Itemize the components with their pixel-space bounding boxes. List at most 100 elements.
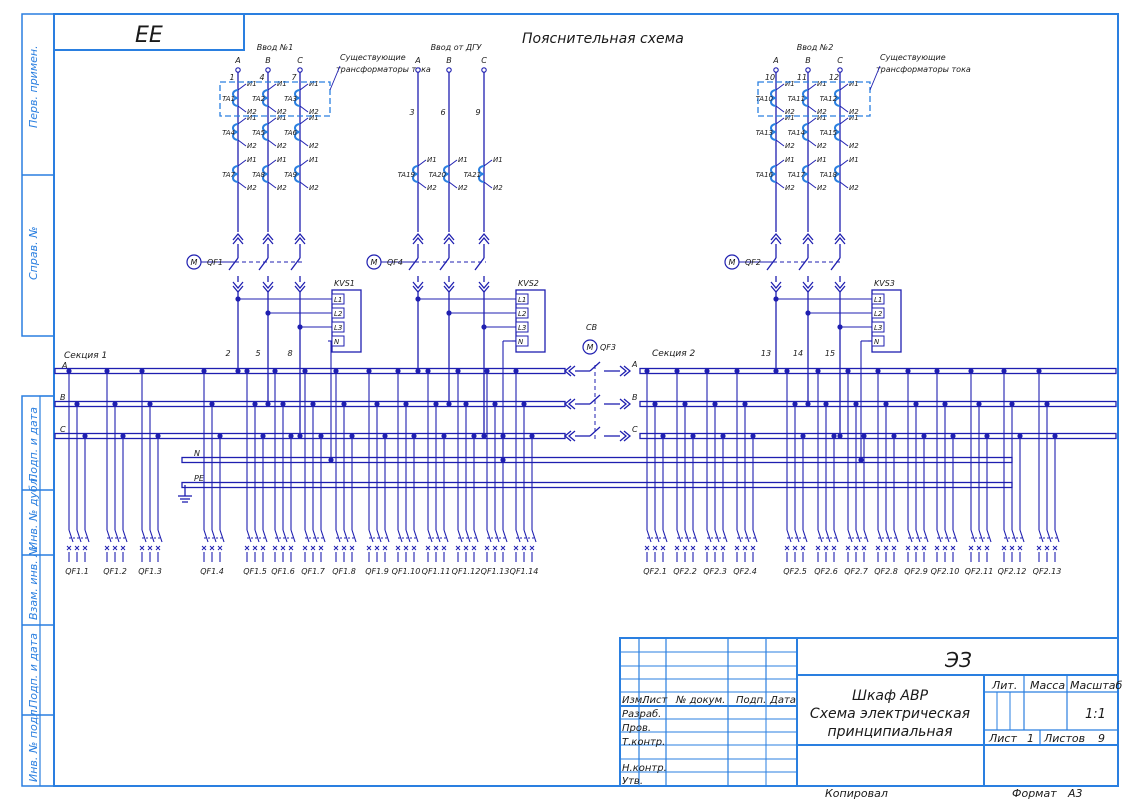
winding-label-2: И2 bbox=[785, 142, 795, 150]
feeder-breaker-cross bbox=[784, 545, 790, 551]
junction-dot bbox=[1052, 433, 1058, 439]
stamp-header-izm: Изм. bbox=[622, 695, 646, 706]
withdrawable-contact bbox=[232, 236, 244, 245]
feeder-breaker-blade bbox=[952, 529, 958, 543]
side-label-podp1: Подп. и дата bbox=[27, 407, 40, 482]
current-transformer-coil bbox=[834, 165, 841, 183]
ct-label: TA19 bbox=[398, 171, 416, 179]
winding-label-2: И2 bbox=[849, 108, 859, 116]
ct-lead bbox=[267, 117, 277, 125]
junction-dot bbox=[66, 368, 72, 374]
terminal-ring bbox=[446, 67, 452, 73]
ct-label: TA21 bbox=[464, 171, 481, 179]
feeder-breaker-cross bbox=[845, 545, 851, 551]
bus-a-label-2: A bbox=[631, 360, 637, 369]
feeder-breaker-cross bbox=[288, 545, 294, 551]
ct-label: TA10 bbox=[756, 95, 774, 103]
feeder-breaker-blade bbox=[141, 529, 147, 543]
feeder-breaker-cross bbox=[463, 545, 469, 551]
junction-dot bbox=[942, 401, 948, 407]
feeder-breaker-blade bbox=[368, 529, 374, 543]
bus-n-label: N bbox=[194, 449, 200, 458]
stamp-name-3: принципиальная bbox=[827, 724, 952, 740]
side-labels: Перв. примен. Справ. № Подп. и дата Инв.… bbox=[27, 45, 40, 782]
junction-dot bbox=[366, 368, 372, 374]
withdrawable-contact bbox=[834, 232, 846, 241]
side-label-inv-dubl: Инв. № дубл. bbox=[27, 475, 40, 550]
stamp-name-2: Схема электрическая bbox=[810, 706, 970, 722]
bus-connection-num: 15 bbox=[825, 349, 835, 358]
winding-label-2: И2 bbox=[277, 108, 287, 116]
input-num: 6 bbox=[440, 108, 445, 117]
junction-dot bbox=[374, 401, 380, 407]
winding-label-1: И1 bbox=[785, 80, 795, 88]
withdrawable-contact bbox=[294, 236, 306, 245]
ct-label: TA17 bbox=[788, 171, 806, 179]
format-value: А3 bbox=[1067, 787, 1083, 800]
input-breaker-label: QF2 bbox=[745, 258, 761, 267]
feeder-breaker-blade bbox=[863, 529, 869, 543]
current-transformer-coil bbox=[232, 89, 239, 107]
junction-dot bbox=[155, 433, 161, 439]
side-label-vzam: Взам. инв. № bbox=[27, 545, 40, 620]
winding-label-1: И1 bbox=[277, 80, 287, 88]
feeder-breaker-cross bbox=[201, 545, 207, 551]
winding-label-2: И2 bbox=[247, 142, 257, 150]
ct-lead bbox=[299, 105, 309, 113]
current-transformer-coil bbox=[262, 123, 269, 141]
current-transformer-coil bbox=[294, 89, 301, 107]
ct-note-1: Существующие bbox=[340, 53, 406, 62]
winding-label-2: И2 bbox=[849, 184, 859, 192]
ct-lead bbox=[807, 83, 817, 91]
junction-dot bbox=[704, 368, 710, 374]
winding-label-1: И1 bbox=[785, 156, 795, 164]
junction-dot bbox=[652, 401, 658, 407]
bus-connection-num: 8 bbox=[287, 349, 292, 358]
feeder-breaker-cross bbox=[349, 545, 355, 551]
ct-lead bbox=[807, 181, 817, 189]
feeder-breaker-blade bbox=[515, 529, 521, 543]
junction-dot bbox=[492, 401, 498, 407]
relay-terminal-label: L1 bbox=[874, 296, 882, 304]
feeder-breaker-blade bbox=[1046, 529, 1052, 543]
feeder-label: QF1.11 bbox=[422, 567, 451, 576]
current-transformer-coil bbox=[802, 165, 809, 183]
feeder-breaker-cross bbox=[905, 545, 911, 551]
feeder-breaker-cross bbox=[891, 545, 897, 551]
feeder-label: QF1.2 bbox=[103, 567, 127, 576]
feeder-breaker-cross bbox=[112, 545, 118, 551]
ct-label: TA2 bbox=[252, 95, 265, 103]
ct-lead bbox=[775, 139, 785, 147]
junction-dot bbox=[318, 433, 324, 439]
ct-lead bbox=[267, 83, 277, 91]
ct-lead bbox=[483, 159, 493, 167]
feeder-breaker-cross bbox=[310, 545, 316, 551]
ct-label: TA3 bbox=[284, 95, 297, 103]
feeder-breaker-blade bbox=[752, 529, 758, 543]
feeder-breaker-blade bbox=[1038, 529, 1044, 543]
feeder-breaker-cross bbox=[217, 545, 223, 551]
junction-dot bbox=[905, 368, 911, 374]
ct-lead bbox=[807, 159, 817, 167]
feeder-breaker-blade bbox=[149, 529, 155, 543]
feeder-label: QF2.7 bbox=[844, 567, 869, 576]
feeder-breaker-blade bbox=[1003, 529, 1009, 543]
junction-dot bbox=[529, 433, 535, 439]
ct-lead bbox=[839, 83, 849, 91]
ct-label: TA11 bbox=[788, 95, 805, 103]
withdrawable-contact bbox=[294, 281, 306, 290]
breaker-blade bbox=[439, 257, 450, 271]
withdrawable-contact bbox=[623, 430, 632, 442]
ct-label: TA1 bbox=[222, 95, 235, 103]
ct-note-2: трансформаторы тока bbox=[876, 65, 971, 74]
feeder-breaker-blade bbox=[203, 529, 209, 543]
feeder-breaker-blade bbox=[84, 529, 90, 543]
withdrawable-contact bbox=[770, 236, 782, 245]
winding-label-1: И1 bbox=[817, 114, 827, 122]
feeder-breaker-blade bbox=[465, 529, 471, 543]
ct-lead bbox=[448, 159, 458, 167]
input-num: 1 bbox=[229, 73, 234, 82]
feeder-breaker-cross bbox=[529, 545, 535, 551]
withdrawable-contact bbox=[619, 365, 628, 377]
feeder-breaker-blade bbox=[893, 529, 899, 543]
